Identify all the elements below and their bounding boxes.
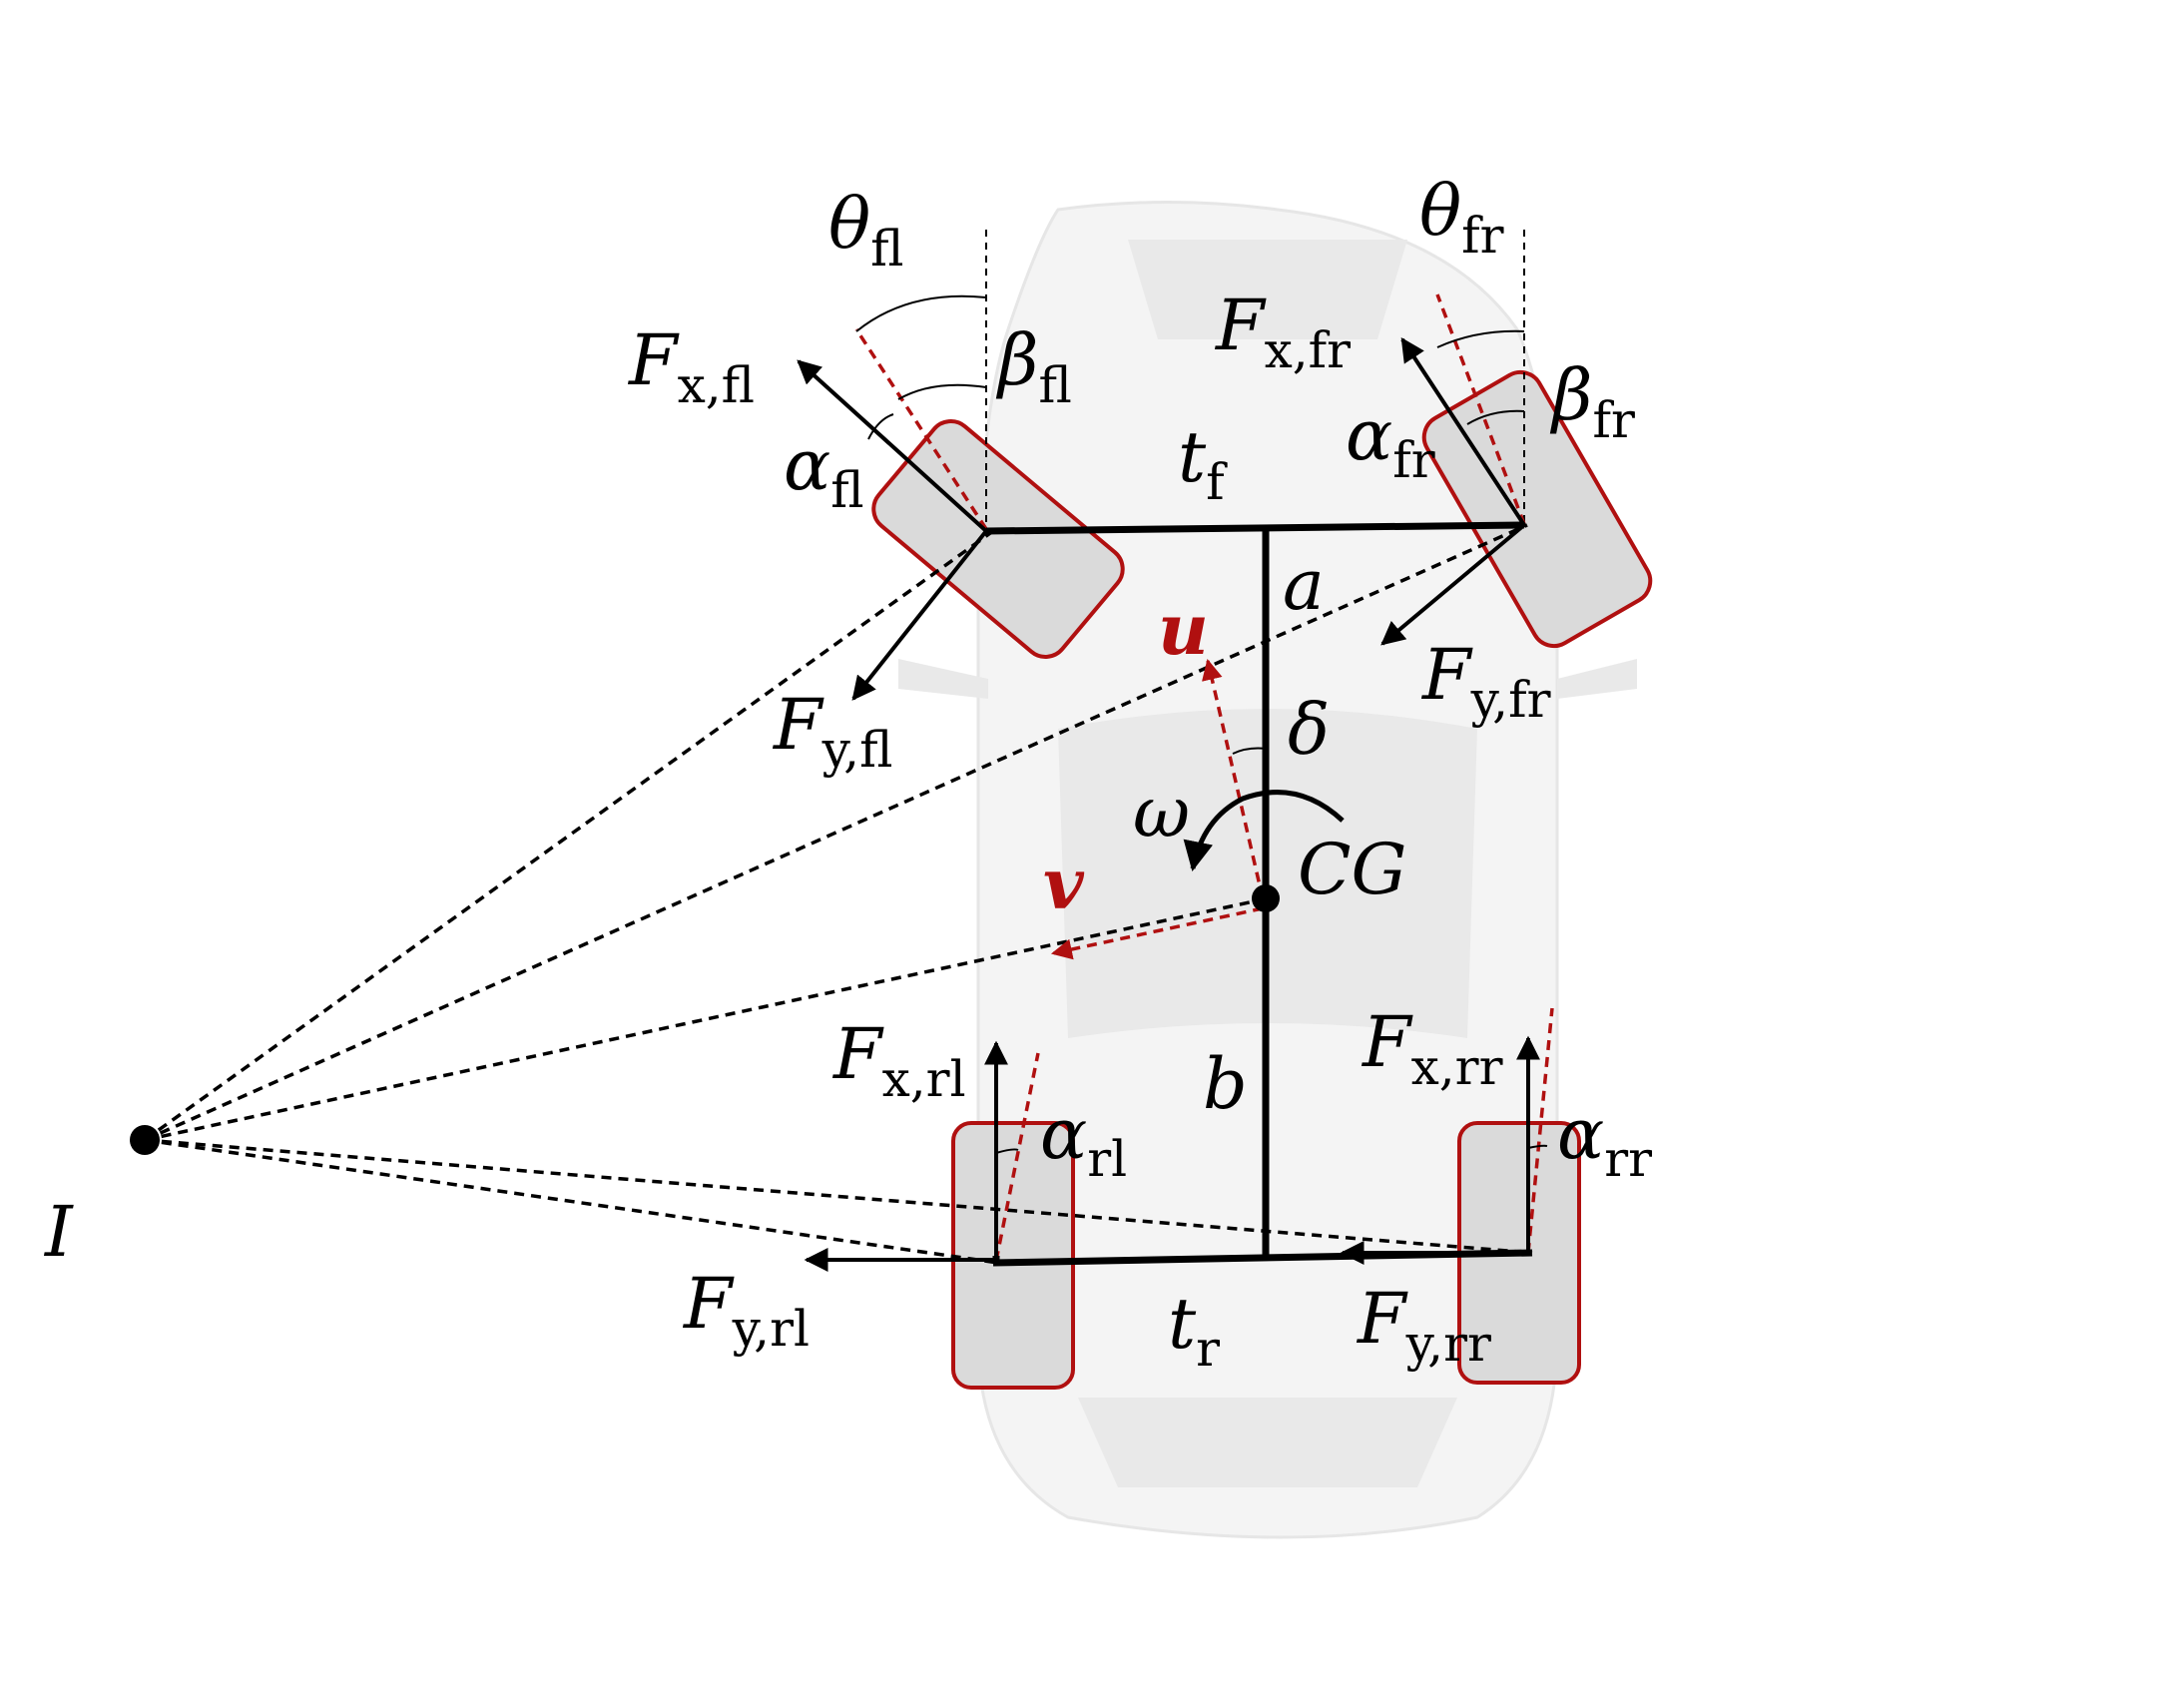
heading-rr — [1526, 1007, 1554, 1254]
label-a: a — [1283, 544, 1325, 626]
angle-arcs — [855, 294, 1548, 1154]
label-fy-rr: Fy,rr — [1356, 1278, 1491, 1373]
cg-point — [1252, 884, 1280, 912]
instant-center-point — [130, 1125, 160, 1155]
label-fx-rr: Fx,rr — [1361, 1001, 1503, 1096]
label-alpha-rr: αrr — [1557, 1093, 1652, 1188]
wheel-front-left — [871, 419, 1125, 659]
label-u: u — [1158, 588, 1209, 671]
labels: θfl θfr Fx,fl Fx,fr βfl βfr αfl αfr tf a… — [43, 170, 1652, 1378]
label-alpha-fr: αfr — [1346, 394, 1435, 489]
heading-rl — [994, 1052, 1040, 1262]
instant-center-rays — [143, 523, 1533, 1265]
label-b: b — [1203, 1043, 1248, 1125]
force-arrows — [797, 336, 1540, 1272]
label-alpha-fl: αfl — [784, 424, 864, 519]
label-fx-fl: Fx,fl — [627, 319, 755, 414]
label-fy-fr: Fy,fr — [1420, 634, 1551, 729]
label-beta-fr: βfr — [1549, 354, 1635, 449]
label-instant-center: I — [43, 1191, 74, 1273]
label-fx-rl: Fx,rl — [831, 1013, 966, 1108]
label-beta-fl: βfl — [995, 319, 1072, 414]
label-alpha-rl: αrl — [1040, 1093, 1127, 1188]
label-theta-fr: θfr — [1419, 170, 1504, 265]
label-theta-fl: θfl — [828, 183, 904, 278]
velocity-v-vector — [1050, 906, 1264, 960]
label-cg: CG — [1298, 829, 1406, 910]
heading-fl — [854, 328, 988, 530]
label-v: v — [1043, 843, 1085, 925]
label-fy-rl: Fy,rl — [682, 1263, 810, 1358]
heading-fr — [1435, 293, 1526, 525]
velocity-u-vector — [1202, 658, 1265, 899]
wheel-front-right — [1421, 369, 1653, 649]
label-fx-fr: Fx,fr — [1214, 285, 1351, 379]
label-t-r: tr — [1168, 1283, 1220, 1378]
label-fy-fl: Fy,fl — [772, 684, 892, 779]
label-t-f: tf — [1178, 416, 1228, 511]
label-omega: ω — [1133, 772, 1190, 854]
label-delta: δ — [1288, 689, 1330, 771]
